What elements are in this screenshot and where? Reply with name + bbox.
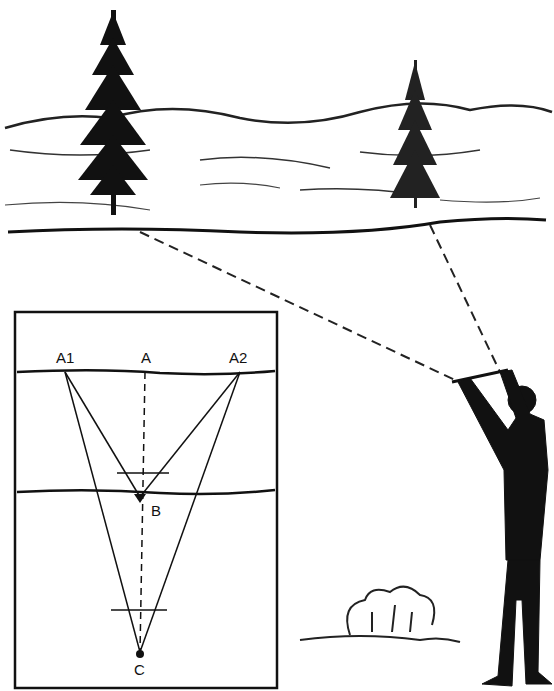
point-label: C bbox=[133, 662, 146, 677]
small-tree bbox=[390, 60, 440, 208]
man-figure bbox=[458, 370, 552, 686]
far-line bbox=[17, 370, 275, 374]
terrain-strokes bbox=[5, 183, 540, 210]
point-label: A2 bbox=[228, 350, 248, 365]
horizon-line bbox=[8, 218, 546, 232]
point-label: B bbox=[150, 503, 162, 518]
point-label: A bbox=[140, 350, 152, 365]
sight-line bbox=[430, 225, 500, 372]
inset-frame bbox=[15, 312, 277, 688]
point-mark bbox=[136, 650, 144, 658]
bush bbox=[300, 587, 460, 642]
point-mark bbox=[134, 494, 146, 503]
point-label: A1 bbox=[55, 350, 75, 365]
big-tree bbox=[78, 10, 148, 215]
triangulation-lines bbox=[65, 372, 240, 652]
